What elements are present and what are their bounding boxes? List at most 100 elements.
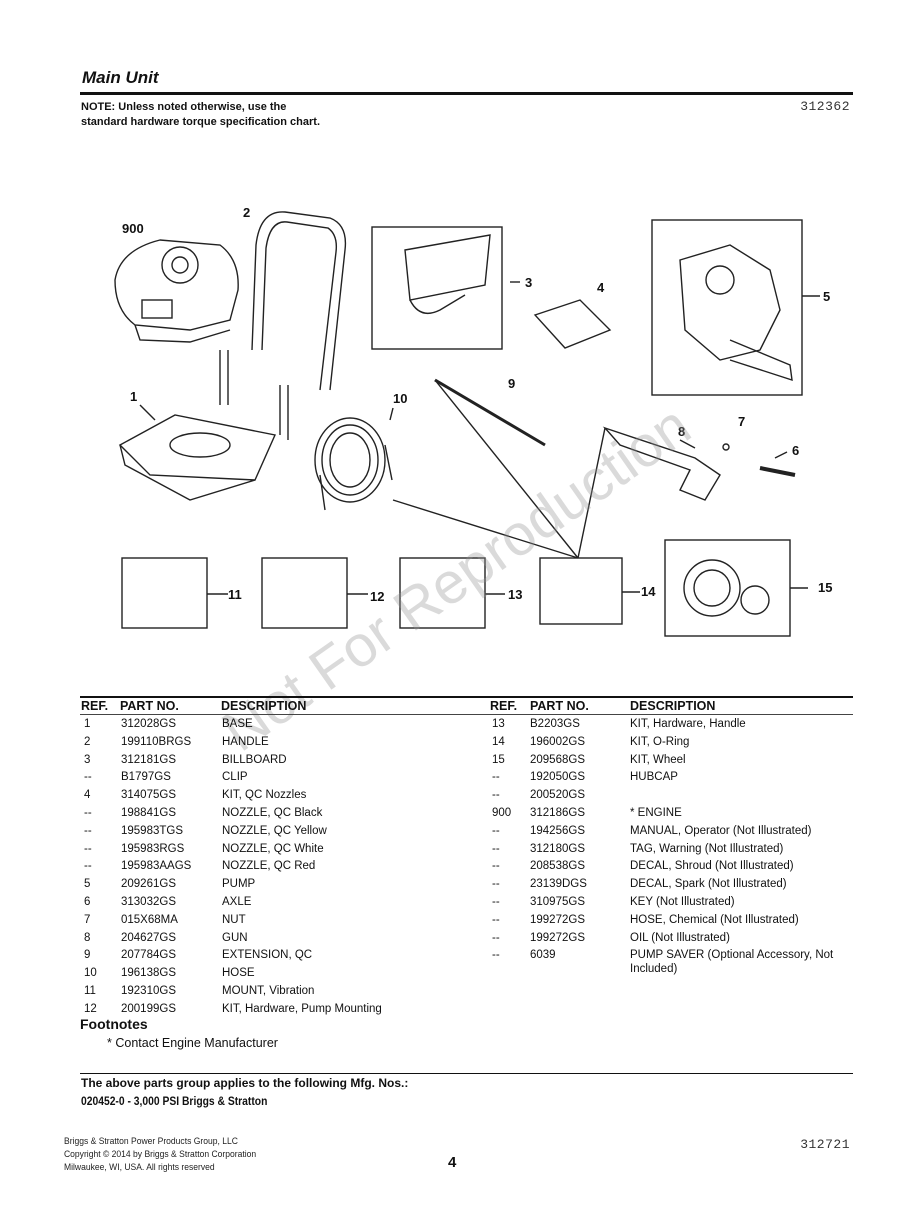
cell-part: 198841GS [121,807,176,819]
callout-5: 5 [823,289,830,304]
col-part-left: PART NO. [120,699,179,713]
cell-part: B1797GS [121,771,171,784]
company-line-3: Milwaukee, WI, USA. All rights reserved [64,1162,215,1173]
torque-note: NOTE: Unless noted otherwise, use the st… [81,101,321,128]
billboard-box [371,226,503,350]
axle-illustration [759,466,796,477]
cell-ref: -- [492,860,500,873]
cell-desc: HANDLE [222,735,269,748]
callout-14: 14 [641,584,656,599]
col-part-right: PART NO. [530,699,589,713]
section-title: Main Unit [82,68,159,87]
cell-ref: 3 [84,753,91,766]
engine-illustration [114,239,239,343]
cell-desc: KIT, Wheel [630,753,686,766]
cell-desc: AXLE [222,896,252,908]
cell-part: 199272GS [530,913,585,926]
cell-desc: KEY (Not Illustrated) [630,896,735,908]
cell-part: 192050GS [530,771,585,784]
company-info: Briggs & Stratton Power Products Group, … [64,1135,256,1174]
footnotes-heading: Footnotes [80,1016,148,1032]
cell-desc: NOZZLE, QC Black [222,807,323,819]
kit-13-box [399,557,486,629]
cell-part: 196002GS [530,735,585,748]
cell-desc: * ENGINE [630,807,682,819]
cell-part: 6039 [530,949,556,962]
cell-desc: OIL (Not Illustrated) [630,931,730,944]
cell-ref: 14 [492,735,505,748]
table-row: -- 194256GS MANUAL, Operator (Not Illustra… [0,824,906,842]
cell-ref: -- [84,771,92,784]
base-illustration [118,350,289,501]
extension-illustration [434,378,546,447]
cell-ref: -- [492,896,500,908]
cell-ref: -- [84,824,92,837]
cell-ref: 12 [84,1002,97,1015]
cell-part: 23139DGS [530,878,587,891]
pump-box [651,219,803,396]
cell-ref: 10 [84,967,97,980]
cell-ref: -- [84,842,92,855]
cell-part: 195983RGS [121,842,185,855]
cell-part: 204627GS [121,931,176,944]
cell-part: 194256GS [530,824,585,837]
hose-illustration [314,417,393,511]
cell-part: 200520GS [530,789,585,802]
page-number: 4 [448,1154,457,1171]
gun-illustration [602,426,721,501]
exploded-parts-diagram: 900 2 3 4 5 1 10 9 7 8 6 11 12 13 14 15 [114,205,832,637]
cell-desc: KIT, O-Ring [630,735,690,748]
cell-desc: MANUAL, Operator (Not Illustrated) [630,824,812,837]
cell-ref: 9 [84,949,91,962]
table-top-rule [80,696,853,698]
nut-illustration [722,443,730,451]
mfg-numbers: 020452-0 - 3,000 PSI Briggs & Stratton [81,1094,268,1108]
cell-desc: NOZZLE, QC Yellow [222,824,327,837]
cell-part: 312181GS [121,753,176,766]
cell-part: 312186GS [530,807,585,819]
cell-part: 314075GS [121,789,176,802]
cell-ref: -- [84,860,92,873]
callout-8: 8 [678,424,685,439]
cell-desc: HOSE, Chemical (Not Illustrated) [630,913,799,926]
cell-part: 312180GS [530,842,585,855]
cell-part: 192310GS [121,985,176,997]
callout-4: 4 [597,280,605,295]
cell-desc: BILLBOARD [222,753,287,766]
callout-10: 10 [393,391,407,406]
company-line-1: Briggs & Stratton Power Products Group, … [64,1136,238,1147]
cell-desc: PUMP [222,878,256,891]
cell-ref: 15 [492,753,505,766]
nozzle-kit-illustration [533,299,612,349]
callout-2: 2 [243,205,250,220]
callout-7: 7 [738,414,745,429]
callout-6: 6 [792,443,799,458]
cell-desc: DECAL, Shroud (Not Illustrated) [630,860,794,873]
mfg-label: The above parts group applies to the fol… [81,1076,409,1090]
kit-11-box [121,557,208,629]
cell-desc: KIT, Hardware, Pump Mounting [222,1002,382,1015]
cell-desc: MOUNT, Vibration [222,985,315,997]
cell-part: 310975GS [530,896,585,908]
mfg-rule [80,1073,853,1074]
callout-9: 9 [508,376,515,391]
cell-part: 015X68MA [121,913,178,926]
col-ref-left: REF. [81,699,109,713]
cell-desc: KIT, QC Nozzles [222,789,307,802]
callout-900: 900 [122,221,144,236]
table-row: --200520GS [0,788,906,806]
